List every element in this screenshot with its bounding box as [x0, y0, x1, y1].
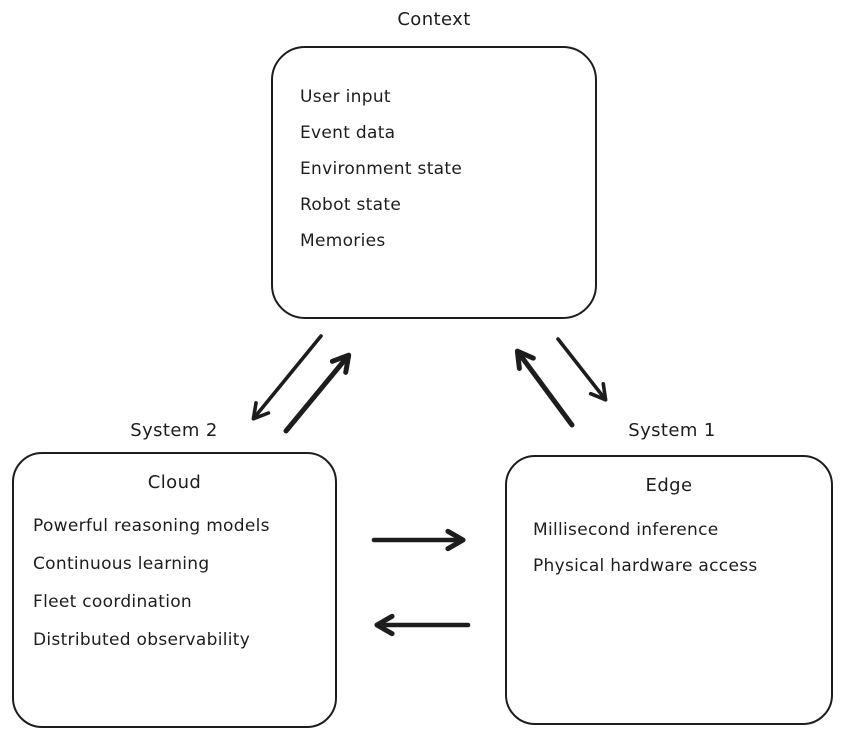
arrow-system1-to-context [514, 348, 575, 428]
context-node-label: Context [397, 9, 471, 30]
system1-item-list: Millisecond inference Physical hardware … [507, 496, 831, 584]
list-item: Physical hardware access [533, 556, 758, 576]
system2-box-title: Cloud [147, 472, 202, 493]
arrow-context-to-system1 [556, 337, 608, 402]
system2-node-label: System 2 [130, 420, 218, 441]
list-item: Millisecond inference [533, 520, 719, 540]
list-item: Fleet coordination [33, 592, 192, 612]
list-item: User input [300, 87, 391, 107]
system1-node-label: System 1 [628, 420, 716, 441]
arrow-system2-to-context [283, 352, 352, 434]
system1-box: Edge Millisecond inference Physical hard… [505, 455, 833, 725]
list-item: Powerful reasoning models [33, 516, 270, 536]
list-item: Continuous learning [33, 554, 210, 574]
list-item: Distributed observability [33, 630, 251, 650]
system2-box: Cloud Powerful reasoning models Continuo… [12, 452, 337, 728]
arrow-context-to-system2 [251, 334, 323, 421]
context-item-list: User input Event data Environment state … [273, 48, 595, 259]
list-item: Robot state [300, 195, 402, 215]
list-item: Memories [300, 231, 386, 251]
list-item: Environment state [300, 159, 463, 179]
system2-item-list: Powerful reasoning models Continuous lea… [14, 493, 335, 659]
list-item: Event data [300, 123, 396, 143]
system1-box-title: Edge [645, 475, 693, 496]
context-box: User input Event data Environment state … [271, 46, 597, 319]
